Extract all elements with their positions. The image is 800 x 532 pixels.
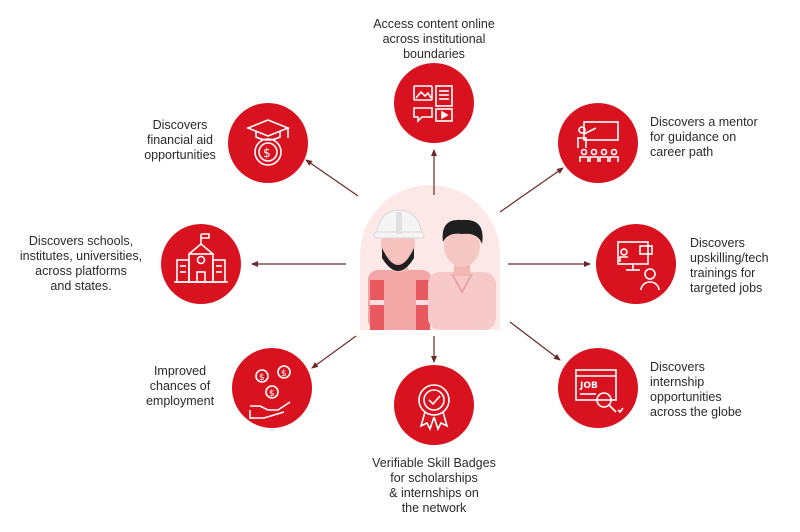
- label-line: Discovers: [650, 360, 705, 374]
- label-line: and states.: [50, 279, 112, 293]
- label-line: internship: [650, 375, 705, 389]
- label-line: institutes, universities,: [19, 249, 143, 263]
- label-line: opportunities: [144, 148, 216, 162]
- node-employment: $ $ $: [232, 348, 312, 428]
- worker-left: [368, 209, 432, 330]
- node-mentor: [558, 103, 638, 183]
- svg-text:$: $: [263, 146, 271, 160]
- label-line: targeted jobs: [690, 281, 763, 295]
- label-line: across platforms: [35, 264, 127, 278]
- svg-text:$: $: [281, 369, 287, 379]
- worker-right: [428, 219, 496, 330]
- online-content-icon: [413, 85, 453, 123]
- label-badges: Verifiable Skill Badges for scholarships…: [334, 456, 534, 516]
- node-schools: [161, 224, 241, 304]
- arrow-mentor: [499, 167, 564, 213]
- school-building-icon: [174, 233, 228, 283]
- workers-illustration: [360, 185, 500, 330]
- label-line: for guidance on: [650, 130, 737, 144]
- skill-badge-icon: [418, 384, 450, 432]
- label-line: Improved: [153, 364, 207, 378]
- label-line: chances of: [149, 379, 211, 393]
- node-content: [394, 63, 474, 143]
- label-line: Access content online: [373, 17, 495, 31]
- label-line: Discovers a mentor: [650, 115, 758, 129]
- label-line: career path: [650, 145, 714, 159]
- svg-text:$: $: [269, 389, 275, 399]
- label-line: Verifiable Skill Badges: [372, 456, 496, 470]
- label-line: boundaries: [403, 47, 465, 61]
- label-schools: Discovers schools, institutes, universit…: [6, 234, 156, 294]
- arrow-internship: [509, 321, 561, 361]
- label-line: across institutional: [382, 32, 486, 46]
- node-financial: $: [228, 103, 308, 183]
- job-search-icon: JOB: [575, 369, 624, 414]
- arrow-financial: [305, 159, 359, 197]
- label-internship: Discovers internship opportunities acros…: [650, 360, 790, 420]
- label-line: opportunities: [650, 390, 722, 404]
- svg-text:$: $: [259, 373, 265, 383]
- node-upskilling: [596, 224, 676, 304]
- label-line: & internships on: [389, 486, 479, 500]
- mentor-presentation-icon: [577, 121, 619, 162]
- label-line: trainings for: [690, 266, 756, 280]
- label-mentor: Discovers a mentor for guidance on caree…: [650, 115, 790, 160]
- label-line: financial aid: [146, 133, 213, 147]
- label-financial: Discovers financial aid opportunities: [130, 118, 230, 163]
- arrows: [251, 149, 591, 369]
- label-employment: Improved chances of employment: [130, 364, 230, 409]
- label-line: upskilling/tech: [690, 251, 769, 265]
- arrow-employment: [311, 335, 357, 369]
- tech-training-icon: [617, 241, 660, 291]
- svg-text:JOB: JOB: [579, 381, 598, 391]
- graduation-money-icon: $: [245, 119, 291, 166]
- label-line: for scholarships: [390, 471, 478, 485]
- label-content: Access content online across institution…: [334, 17, 534, 62]
- label-line: employment: [145, 394, 215, 408]
- node-internship: JOB: [558, 348, 638, 428]
- money-hand-icon: $ $ $: [249, 365, 291, 419]
- label-line: Discovers schools,: [28, 234, 134, 248]
- label-line: Discovers: [152, 118, 208, 132]
- label-upskilling: Discovers upskilling/tech trainings for …: [690, 236, 795, 296]
- label-line: the network: [401, 501, 467, 515]
- node-badges: [394, 365, 474, 445]
- label-line: Discovers: [690, 236, 745, 250]
- label-line: across the globe: [650, 405, 742, 419]
